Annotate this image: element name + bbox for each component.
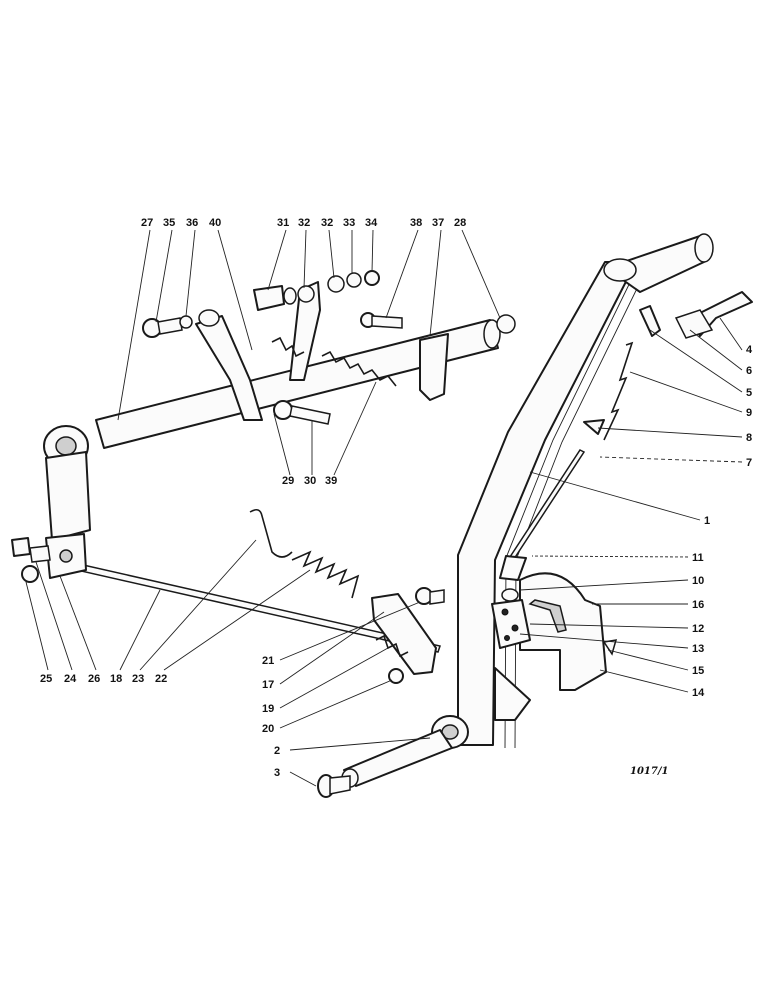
- quadrant-lock-block: [491, 588, 531, 649]
- quadrant-plate: [519, 572, 607, 691]
- link-nut-25: [11, 537, 39, 583]
- label-16: 16: [692, 599, 704, 611]
- label-27: 27: [141, 217, 153, 229]
- label-23: 23: [132, 673, 144, 685]
- hook-23: [249, 508, 293, 558]
- link-plate-17: [371, 593, 437, 675]
- link-spring-19: [375, 634, 409, 658]
- label-4: 4: [746, 344, 753, 356]
- label-39: 39: [325, 475, 337, 487]
- shaft-bracket: [195, 309, 263, 421]
- link-pin-24: [29, 545, 51, 563]
- pivot-bolt: [317, 774, 351, 798]
- label-20: 20: [262, 723, 274, 735]
- shaft-arm-left: [43, 425, 91, 541]
- label-28: 28: [454, 217, 466, 229]
- bracket-spring: [271, 336, 305, 358]
- label-3: 3: [274, 767, 280, 779]
- label-18: 18: [110, 673, 122, 685]
- washer-33: [346, 272, 362, 288]
- label-34: 34: [365, 217, 378, 229]
- link-pin-20: [388, 668, 404, 684]
- label-10: 10: [692, 575, 704, 587]
- label-40: 40: [209, 217, 221, 229]
- nut-34: [364, 270, 380, 286]
- label-32a: 32: [298, 217, 310, 229]
- label-22: 22: [155, 673, 167, 685]
- label-24: 24: [64, 673, 77, 685]
- label-7: 7: [746, 457, 752, 469]
- cross-shaft: [95, 319, 501, 449]
- link-bolt-21: [415, 587, 445, 605]
- bracket-bolt-31: [253, 285, 297, 311]
- shaft-spring: [321, 350, 397, 387]
- label-32b: 32: [321, 217, 333, 229]
- label-21: 21: [262, 655, 274, 667]
- lever-handle: [674, 291, 753, 339]
- rod-washer: [583, 419, 605, 435]
- quadrant-screw: [602, 639, 618, 656]
- spring-22: [291, 550, 360, 599]
- label-33: 33: [343, 217, 355, 229]
- label-36: 36: [186, 217, 198, 229]
- label-2: 2: [274, 745, 280, 757]
- label-37: 37: [432, 217, 444, 229]
- label-38: 38: [410, 217, 422, 229]
- label-19: 19: [262, 703, 274, 715]
- washer-32a: [297, 285, 315, 303]
- link-clevis: [45, 533, 87, 579]
- label-26: 26: [88, 673, 100, 685]
- handle-pin: [639, 305, 661, 337]
- shaft-end-clip-28: [496, 314, 516, 334]
- shaft-washer-36: [179, 315, 193, 329]
- label-30: 30: [304, 475, 316, 487]
- control-rod: [499, 449, 586, 581]
- shaft-lever-plate: [419, 333, 449, 401]
- label-11: 11: [692, 552, 704, 564]
- label-35: 35: [163, 217, 175, 229]
- label-15: 15: [692, 665, 704, 677]
- label-14: 14: [692, 687, 705, 699]
- label-5: 5: [746, 387, 752, 399]
- label-29: 29: [282, 475, 294, 487]
- label-17: 17: [262, 679, 274, 691]
- reference-number: 1017/1: [630, 766, 668, 777]
- shaft-bolt-38: [360, 312, 403, 329]
- washer-32b: [327, 275, 345, 293]
- pivot-pin: [341, 729, 453, 788]
- rod-spring: [603, 341, 634, 441]
- label-9: 9: [746, 407, 752, 419]
- shaft-bolt-35: [142, 317, 183, 338]
- callout-labels: 27 35 36 40 31 32 32 33 34 38 37 28 29 3…: [40, 217, 753, 779]
- label-8: 8: [746, 432, 752, 444]
- bracket-bolt-30: [289, 405, 331, 425]
- label-6: 6: [746, 365, 752, 377]
- label-12: 12: [692, 623, 704, 635]
- leader-lines: [25, 229, 743, 787]
- label-31: 31: [277, 217, 289, 229]
- label-25: 25: [40, 673, 52, 685]
- label-1: 1: [704, 515, 710, 527]
- label-13: 13: [692, 643, 704, 655]
